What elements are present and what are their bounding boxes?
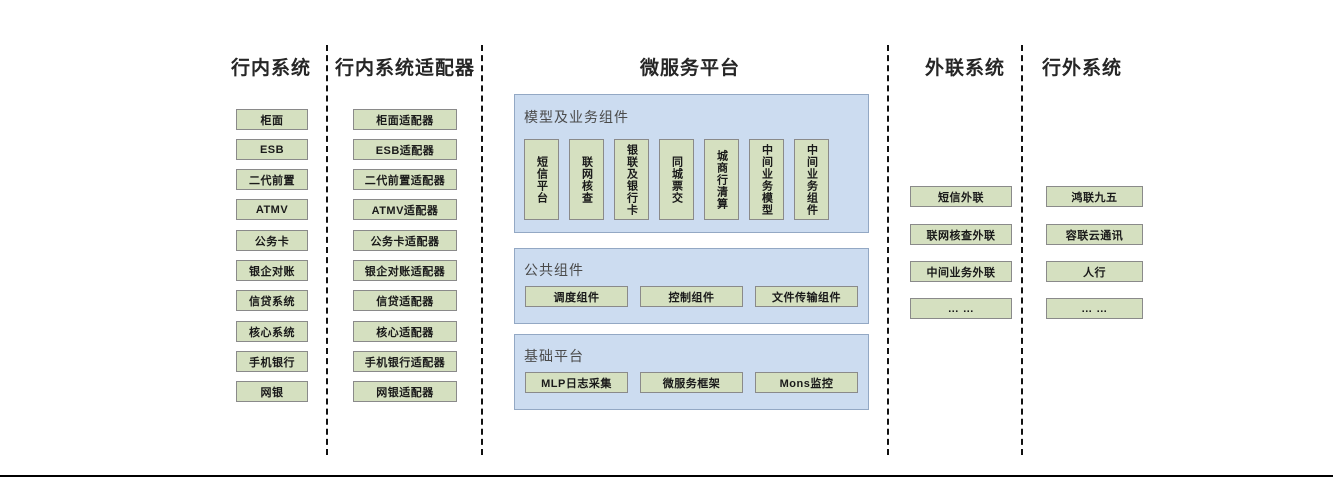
- node-internal-adapter[interactable]: ESB适配器: [353, 139, 457, 160]
- node-outside-bank-system[interactable]: 人行: [1046, 261, 1143, 282]
- node-model-component[interactable]: 城商行清算: [704, 139, 739, 220]
- node-internal-adapter[interactable]: 柜面适配器: [353, 109, 457, 130]
- bottom-divider-rule: [0, 475, 1333, 477]
- node-internal-adapter[interactable]: 公务卡适配器: [353, 230, 457, 251]
- node-internal-adapter[interactable]: ATMV适配器: [353, 199, 457, 220]
- node-internal-adapter[interactable]: 银企对账适配器: [353, 260, 457, 281]
- divider-2: [481, 45, 483, 455]
- node-base-platform-component[interactable]: Mons监控: [755, 372, 858, 393]
- divider-4: [1021, 45, 1023, 455]
- node-internal-system[interactable]: 手机银行: [236, 351, 308, 372]
- panel-title-model-business-components: 模型及业务组件: [524, 109, 629, 125]
- node-public-component[interactable]: 控制组件: [640, 286, 743, 307]
- node-base-platform-component[interactable]: 微服务框架: [640, 372, 743, 393]
- node-outside-bank-system[interactable]: 鸿联九五: [1046, 186, 1143, 207]
- node-internal-system[interactable]: 柜面: [236, 109, 308, 130]
- column-header-internal-adapters: 行内系统适配器: [334, 58, 475, 79]
- node-model-component[interactable]: 中间业务模型: [749, 139, 784, 220]
- column-header-outside-bank-systems: 行外系统: [1041, 58, 1122, 79]
- node-internal-system[interactable]: 核心系统: [236, 321, 308, 342]
- node-model-component[interactable]: 联网核查: [569, 139, 604, 220]
- column-header-external-link-systems: 外联系统: [924, 58, 1005, 79]
- column-header-microservice-platform: 微服务平台: [639, 58, 740, 79]
- node-internal-system[interactable]: 银企对账: [236, 260, 308, 281]
- panel-title-base-platform: 基础平台: [524, 348, 584, 364]
- node-internal-adapter[interactable]: 二代前置适配器: [353, 169, 457, 190]
- node-internal-system[interactable]: ESB: [236, 139, 308, 160]
- node-internal-adapter[interactable]: 手机银行适配器: [353, 351, 457, 372]
- node-outside-bank-system[interactable]: 容联云通讯: [1046, 224, 1143, 245]
- node-internal-system[interactable]: 公务卡: [236, 230, 308, 251]
- node-internal-system[interactable]: 二代前置: [236, 169, 308, 190]
- node-internal-adapter[interactable]: 网银适配器: [353, 381, 457, 402]
- node-public-component[interactable]: 文件传输组件: [755, 286, 858, 307]
- node-model-component[interactable]: 同城票交: [659, 139, 694, 220]
- node-external-link-system[interactable]: 中间业务外联: [910, 261, 1012, 282]
- node-internal-adapter[interactable]: 信贷适配器: [353, 290, 457, 311]
- node-public-component[interactable]: 调度组件: [525, 286, 628, 307]
- node-internal-system[interactable]: ATMV: [236, 199, 308, 220]
- node-internal-adapter[interactable]: 核心适配器: [353, 321, 457, 342]
- node-outside-bank-system[interactable]: … …: [1046, 298, 1143, 319]
- node-base-platform-component[interactable]: MLP日志采集: [525, 372, 628, 393]
- node-model-component[interactable]: 中间业务组件: [794, 139, 829, 220]
- node-model-component[interactable]: 短信平台: [524, 139, 559, 220]
- node-external-link-system[interactable]: 联网核查外联: [910, 224, 1012, 245]
- divider-1: [326, 45, 328, 455]
- node-internal-system[interactable]: 信贷系统: [236, 290, 308, 311]
- panel-title-public-components: 公共组件: [524, 262, 584, 278]
- node-external-link-system[interactable]: 短信外联: [910, 186, 1012, 207]
- node-external-link-system[interactable]: … …: [910, 298, 1012, 319]
- node-model-component[interactable]: 银联及银行卡: [614, 139, 649, 220]
- divider-3: [887, 45, 889, 455]
- node-internal-system[interactable]: 网银: [236, 381, 308, 402]
- column-header-internal-systems: 行内系统: [230, 58, 311, 79]
